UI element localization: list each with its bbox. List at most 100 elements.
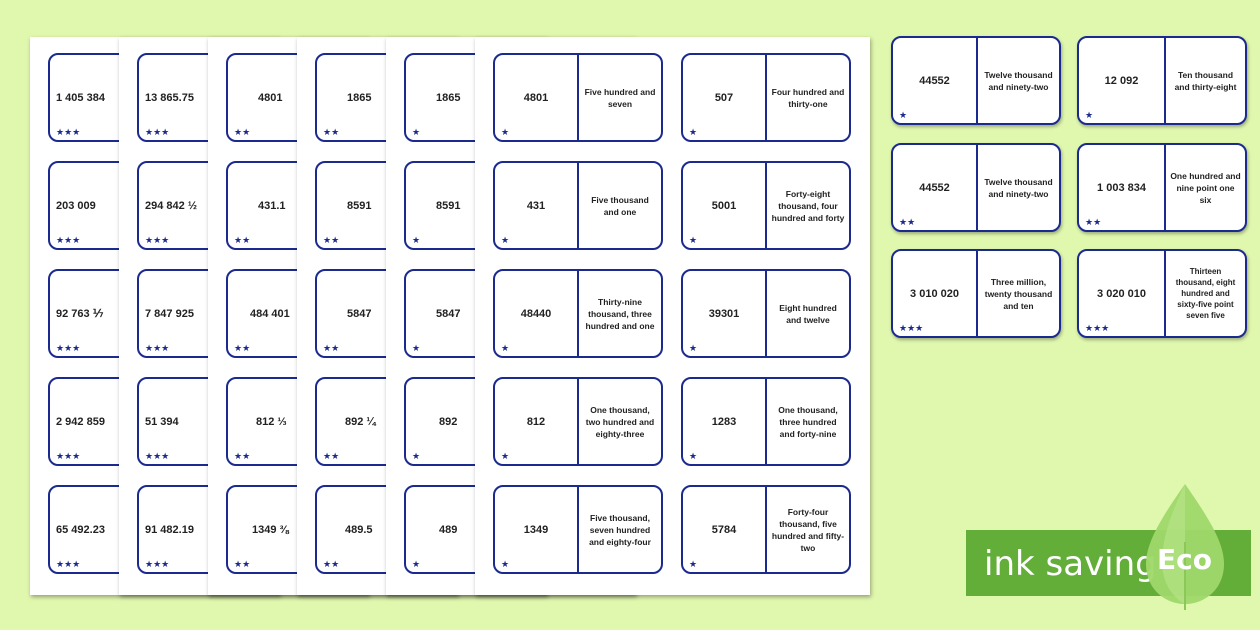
card-number: 8591 — [436, 199, 461, 212]
card-words: Thirteen thousand, eight hundred and six… — [1175, 267, 1236, 320]
card-number: 294 842 ½ — [145, 199, 197, 212]
star-rating: ★★ — [323, 127, 340, 137]
star-rating: ★★★ — [56, 127, 81, 137]
star-rating: ★★★ — [56, 343, 81, 353]
card-divider — [765, 55, 767, 140]
star-rating: ★ — [412, 559, 421, 569]
card-number: 431 — [526, 199, 546, 212]
card-words: Thirty-nine thousand, three hundred and … — [585, 296, 655, 331]
card-divider — [765, 379, 767, 464]
card-number: 1349 ⅜ — [252, 523, 289, 536]
card-words: One hundred and nine point one six — [1170, 170, 1241, 205]
card-divider — [577, 163, 579, 248]
card-number: 892 ¼ — [345, 415, 376, 428]
star-rating: ★ — [412, 451, 421, 461]
domino-card: 5784 Forty-four thousand, five hundred an… — [681, 485, 851, 574]
card-number: 4801 — [258, 91, 283, 104]
star-rating: ★ — [501, 451, 510, 461]
star-rating: ★★ — [323, 235, 340, 245]
card-number: 8591 — [347, 199, 372, 212]
star-rating: ★★★ — [1085, 323, 1110, 333]
card-number: 5001 — [711, 199, 737, 212]
card-divider — [765, 271, 767, 356]
card-divider — [1164, 251, 1166, 336]
card-words: Twelve thousand and ninety-two — [984, 69, 1053, 92]
loose-domino-card: 3 010 020 Three million, twenty thousand … — [891, 249, 1061, 338]
card-number: 1349 — [523, 523, 549, 536]
star-rating: ★ — [899, 110, 908, 120]
star-rating: ★★★ — [145, 559, 170, 569]
star-rating: ★★ — [234, 235, 251, 245]
card-number: 13 865.75 — [145, 91, 194, 104]
star-rating: ★★ — [323, 559, 340, 569]
card-divider — [765, 163, 767, 248]
star-rating: ★★ — [234, 451, 251, 461]
loose-domino-card: 12 092 Ten thousand and thirty-eight ★ — [1077, 36, 1247, 125]
star-rating: ★★★ — [145, 235, 170, 245]
star-rating: ★ — [501, 343, 510, 353]
card-number: 7 847 925 — [145, 307, 194, 320]
card-number: 1865 — [347, 91, 372, 104]
star-rating: ★★★ — [145, 343, 170, 353]
card-number: 812 — [526, 415, 546, 428]
star-rating: ★ — [689, 559, 698, 569]
star-rating: ★ — [689, 235, 698, 245]
card-divider — [577, 271, 579, 356]
card-words: Five thousand and one — [591, 194, 649, 217]
star-rating: ★★ — [234, 127, 251, 137]
eco-label: Eco — [1157, 543, 1212, 576]
card-number: 3 020 010 — [1097, 287, 1146, 300]
card-divider — [577, 487, 579, 572]
star-rating: ★★ — [323, 451, 340, 461]
card-divider — [976, 145, 978, 230]
card-number: 892 — [439, 415, 458, 428]
card-number: 44552 — [919, 74, 950, 87]
card-words: Three million, twenty thousand and ten — [984, 276, 1053, 311]
card-number: 489 — [439, 523, 458, 536]
star-rating: ★ — [1085, 110, 1094, 120]
domino-card: 48440 Thirty-nine thousand, three hundred… — [493, 269, 663, 358]
loose-domino-card: 44552 Twelve thousand and ninety-two ★ — [891, 36, 1061, 125]
star-rating: ★★ — [234, 343, 251, 353]
card-words: Ten thousand and thirty-eight — [1174, 69, 1237, 92]
domino-card: 1283 One thousand, three hundred and fort… — [681, 377, 851, 466]
card-divider — [976, 38, 978, 123]
star-rating: ★★★ — [56, 559, 81, 569]
star-rating: ★★ — [899, 217, 916, 227]
card-number: 1283 — [711, 415, 737, 428]
star-rating: ★★ — [234, 559, 251, 569]
card-words: Forty-four thousand, five hundred and fi… — [771, 506, 845, 553]
card-number: 2 942 859 — [56, 415, 105, 428]
star-rating: ★★★ — [145, 127, 170, 137]
card-number: 489.5 — [345, 523, 373, 536]
star-rating: ★ — [689, 343, 698, 353]
ink-saving-text: ink saving — [984, 544, 1157, 584]
card-number: 48440 — [520, 307, 552, 320]
card-number: 3 010 020 — [910, 287, 959, 300]
card-words: Five thousand, seven hundred and eighty-… — [589, 512, 651, 547]
card-divider — [765, 487, 767, 572]
card-words: Eight hundred and twelve — [779, 302, 837, 325]
card-number: 5847 — [436, 307, 461, 320]
domino-card: 1349 Five thousand, seven hundred and eig… — [493, 485, 663, 574]
card-number: 812 ⅓ — [256, 415, 287, 428]
star-rating: ★★ — [323, 343, 340, 353]
eco-leaf-icon — [1146, 484, 1224, 610]
card-number: 484 401 — [250, 307, 290, 320]
card-words: One thousand, three hundred and forty-ni… — [778, 404, 838, 439]
star-rating: ★ — [501, 127, 510, 137]
card-number: 5847 — [347, 307, 372, 320]
card-number: 5784 — [711, 523, 737, 536]
card-number: 12 092 — [1104, 74, 1139, 87]
star-rating: ★ — [689, 127, 698, 137]
card-divider — [1164, 38, 1166, 123]
card-divider — [1164, 145, 1166, 230]
star-rating: ★★★ — [56, 451, 81, 461]
card-number: 91 482.19 — [145, 523, 194, 536]
